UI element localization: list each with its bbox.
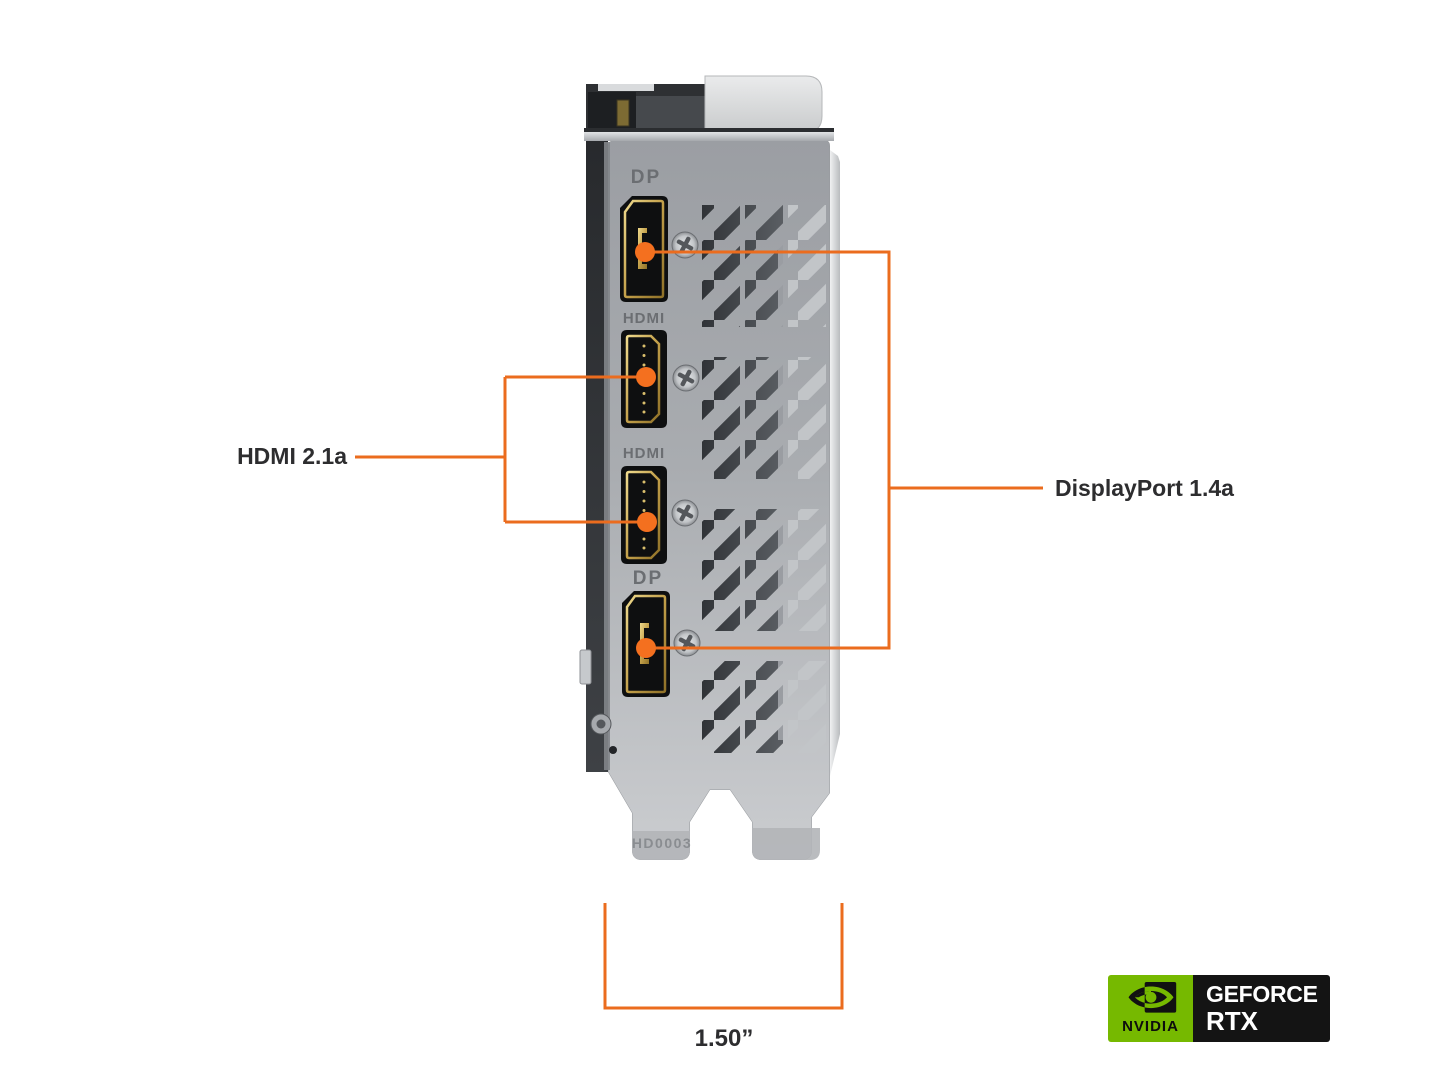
screw-icon: [671, 499, 699, 527]
screw-icon: [671, 231, 699, 259]
displayport-callout-line: [645, 250, 1043, 650]
nvidia-logo-block: NVIDIA: [1108, 975, 1193, 1042]
bracket-edges: [579, 90, 840, 776]
rtx-text: RTX: [1206, 1006, 1258, 1036]
displayport-callout-label: DisplayPort 1.4a: [1055, 475, 1234, 501]
geforce-rtx-block: GEFORCE RTX: [1193, 975, 1330, 1042]
port-marker-dot: [635, 242, 655, 262]
io-ports: DP HDMI HDMI DP: [618, 167, 672, 699]
hdmi-callout-label: HDMI 2.1a: [237, 443, 347, 469]
port-marker-dot: [637, 512, 657, 532]
cooler-shroud: [704, 75, 823, 133]
callout-dots: [635, 242, 657, 658]
geforce-text: GEFORCE: [1206, 981, 1318, 1007]
port-label-dp-1: DP: [631, 167, 661, 188]
callout-lines: [355, 250, 1043, 1010]
port-label-hdmi-1: HDMI: [623, 310, 665, 327]
port-marker-dot: [636, 367, 656, 387]
screw-icon: [672, 364, 700, 392]
port-marker-dot: [636, 638, 656, 658]
geforce-rtx-badge: NVIDIA GEFORCE RTX: [1108, 975, 1330, 1042]
nvidia-eye-icon: [1128, 981, 1176, 1013]
port-label-dp-2: DP: [633, 568, 663, 589]
port-label-hdmi-2: HDMI: [623, 445, 665, 462]
card-top-assembly: [584, 75, 834, 141]
nvidia-wordmark: NVIDIA: [1122, 1017, 1179, 1035]
width-measurement-bracket: [603, 903, 844, 1010]
hdmi-callout-line: [355, 375, 647, 524]
width-measurement-label: 1.50”: [694, 1025, 754, 1052]
mounting-feet: HD0003: [632, 828, 820, 860]
screw-icon: [673, 629, 701, 657]
bracket-marking: HD0003: [632, 835, 692, 851]
